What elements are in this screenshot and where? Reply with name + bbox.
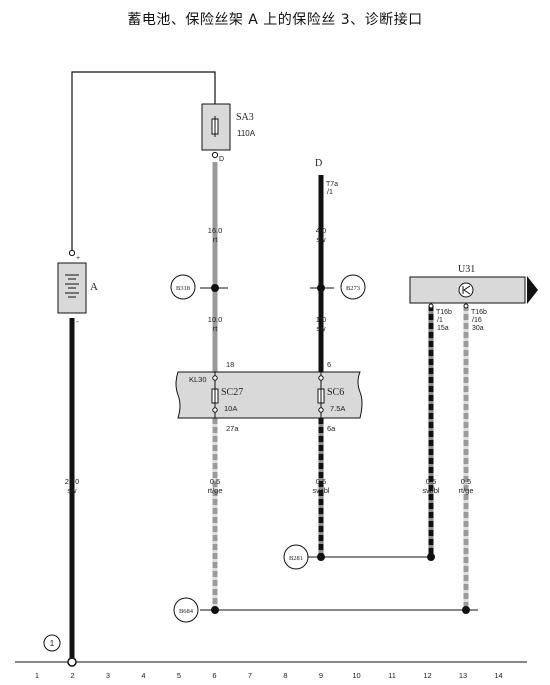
svg-text:B273: B273 [346, 285, 360, 292]
wire-label-size: 0.5 [461, 477, 471, 486]
pin-label: 18 [226, 360, 234, 369]
grid-column-number: 6 [212, 671, 216, 680]
svg-text:+: + [76, 255, 80, 262]
svg-text:/1: /1 [437, 317, 443, 324]
fuse-box [175, 371, 363, 419]
grid-column-number: 8 [283, 671, 287, 680]
svg-text:B318: B318 [176, 285, 190, 292]
grid-column-number: 13 [459, 671, 467, 680]
wire-label-color: sw/bl [312, 486, 329, 495]
wire-label-color: rt/ge [207, 486, 222, 495]
diagnostic-socket-icon [458, 282, 474, 298]
wire-label-color: sw [67, 486, 77, 495]
wire-label-color: sw/bl [422, 486, 439, 495]
fuse-sa3-pin: D [219, 156, 224, 163]
connector-t16b: T16b [436, 309, 452, 316]
grid-column-number: 9 [319, 671, 323, 680]
junction-b684: B684 [173, 597, 199, 623]
junction-dot-b318 [211, 284, 219, 292]
junction-dot-b684-left [211, 606, 219, 614]
wire-label-color: rt [213, 235, 218, 244]
grid-column-number: 2 [70, 671, 74, 680]
wire-label-color: rt/ge [458, 486, 473, 495]
wire-label-size: 0.5 [210, 477, 220, 486]
pin-label: 6 [327, 360, 331, 369]
battery-label: A [90, 281, 98, 293]
wire-label-size: 0.5 [426, 477, 436, 486]
grid-column-number: 3 [106, 671, 110, 680]
svg-text:1: 1 [50, 639, 55, 648]
fuse-sc27-label: SC27 [221, 387, 243, 398]
fuse-sc27-rating: 10A [224, 404, 237, 413]
connector-t7a: T7a [326, 181, 338, 188]
junction-b273: B273 [340, 274, 366, 300]
wire-label-color: sw [316, 324, 326, 333]
grid-column-number: 12 [423, 671, 431, 680]
continuation-arrow-icon [527, 276, 538, 304]
svg-text:/16: /16 [472, 317, 482, 324]
wire-label-size: 16.0 [208, 226, 223, 235]
junction-b318: B318 [170, 274, 196, 300]
junction-dot-b281-right [427, 553, 435, 561]
connector-t16b: T16b [471, 309, 487, 316]
ground-point [67, 657, 77, 667]
grid-column-number: 7 [248, 671, 252, 680]
wire-label-size: 10.0 [208, 315, 223, 324]
svg-text:B684: B684 [179, 608, 194, 615]
wire-label-size: 4.0 [316, 226, 326, 235]
kl30-label: KL30 [189, 375, 207, 384]
grid-column-number: 5 [177, 671, 181, 680]
grid-column-number: 11 [388, 671, 396, 680]
battery-feed-wire [71, 71, 216, 253]
grid-column-number: 4 [141, 671, 145, 680]
wire-label-color: rt [213, 324, 218, 333]
fuse-sc6-rating: 7.5A [330, 404, 345, 413]
junction-b281: B281 [283, 544, 309, 570]
battery-icon [65, 274, 79, 298]
wire-label-color: sw [316, 235, 326, 244]
grid-column-number: 1 [35, 671, 39, 680]
fuse-sa3-label: SA3 [236, 112, 254, 123]
junction-dot-b273 [317, 284, 325, 292]
terminal-d-label: D [315, 158, 322, 169]
svg-text:15a: 15a [437, 325, 449, 332]
svg-text:-: - [76, 317, 79, 326]
junction-dot-b281-left [317, 553, 325, 561]
junction-dot-b684-right [462, 606, 470, 614]
fuse-sa3-rating: 110A [237, 129, 256, 138]
wire-label-size: 1.0 [316, 315, 326, 324]
svg-text:/1: /1 [327, 189, 333, 196]
grid-column-number: 14 [494, 671, 502, 680]
wire-label-size: 0.5 [316, 477, 326, 486]
diagram-title: 蓄电池、保险丝架 A 上的保险丝 3、诊断接口 [127, 12, 423, 28]
pin-label: 27a [226, 424, 239, 433]
ground-marker: 1 [43, 634, 61, 652]
svg-text:30a: 30a [472, 325, 484, 332]
fuse-sc6-label: SC6 [327, 387, 344, 398]
grid-column-number: 10 [352, 671, 360, 680]
wire-label-size: 25.0 [65, 477, 80, 486]
pin-label: 6a [327, 424, 336, 433]
svg-text:B281: B281 [289, 555, 303, 562]
control-unit-label: U31 [458, 264, 475, 275]
